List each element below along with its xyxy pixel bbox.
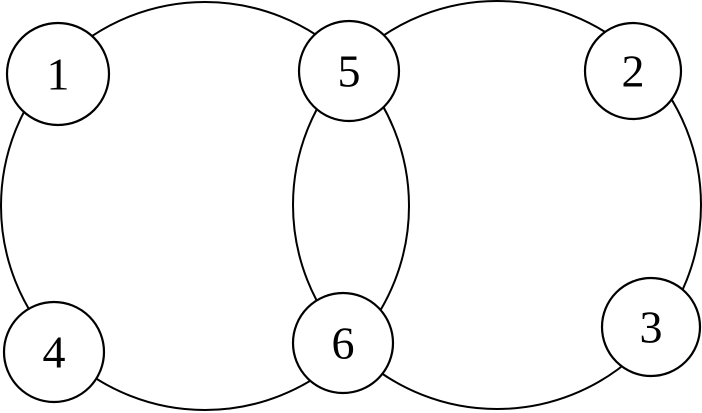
- node-label-2: 2: [622, 46, 645, 97]
- node-label-3: 3: [640, 302, 663, 353]
- node-circle-3: [600, 276, 702, 378]
- node-circle-6: [291, 291, 395, 395]
- node-circle-2: [583, 21, 683, 121]
- node-label-4: 4: [43, 327, 66, 378]
- node-label-6: 6: [332, 318, 355, 369]
- node-label-5: 5: [338, 46, 361, 97]
- node-label-1: 1: [47, 49, 70, 100]
- node-circle-5: [297, 19, 401, 123]
- outer-circle-right: [292, 0, 702, 410]
- outer-circle-left: [0, 1, 410, 411]
- node-circle-1: [5, 21, 111, 127]
- node-circle-4: [2, 300, 106, 404]
